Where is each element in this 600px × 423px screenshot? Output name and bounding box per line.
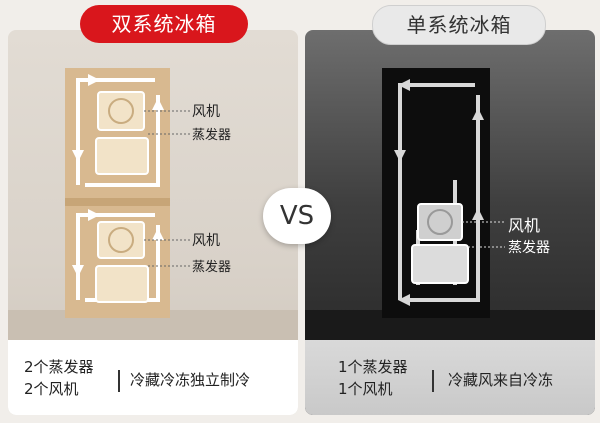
lower-evaporator-unit <box>95 265 149 303</box>
dual-evaporator-count: 2个蒸发器 <box>24 358 94 376</box>
vs-badge: VS <box>263 188 331 244</box>
lower-airflow-arrowheads <box>72 209 164 277</box>
single-evaporator-count: 1个蒸发器 <box>338 358 408 376</box>
evaporator-unit <box>411 244 469 284</box>
dual-system-title: 双系统冰箱 <box>80 5 248 43</box>
caption-divider <box>432 370 434 392</box>
single-airflow-arrowheads <box>394 79 484 306</box>
compartment-divider <box>65 198 170 206</box>
dual-system-description: 冷藏冷冻独立制冷 <box>130 371 251 389</box>
caption-divider <box>118 370 120 392</box>
upper-fan-label: 风机 <box>192 104 220 120</box>
caption-area <box>305 340 595 415</box>
upper-evaporator-label: 蒸发器 <box>192 128 232 143</box>
lower-fan-label: 风机 <box>192 233 220 249</box>
single-fan-count: 1个风机 <box>338 380 393 398</box>
upper-fan-unit <box>97 91 145 131</box>
evaporator-label: 蒸发器 <box>508 240 550 256</box>
lower-evaporator-label: 蒸发器 <box>192 260 232 275</box>
dual-fan-count: 2个风机 <box>24 380 79 398</box>
fan-label: 风机 <box>508 216 541 235</box>
fan-icon <box>427 209 453 235</box>
fan-icon <box>108 98 134 124</box>
caption-area <box>8 340 298 415</box>
fan-icon <box>108 227 134 253</box>
single-system-title: 单系统冰箱 <box>372 5 546 45</box>
upper-evaporator-unit <box>95 137 149 175</box>
leader-lines <box>462 221 505 248</box>
leader-lines <box>144 110 190 267</box>
upper-airflow-arrowheads <box>72 74 164 162</box>
single-system-description: 冷藏风来自冷冻 <box>448 371 554 389</box>
